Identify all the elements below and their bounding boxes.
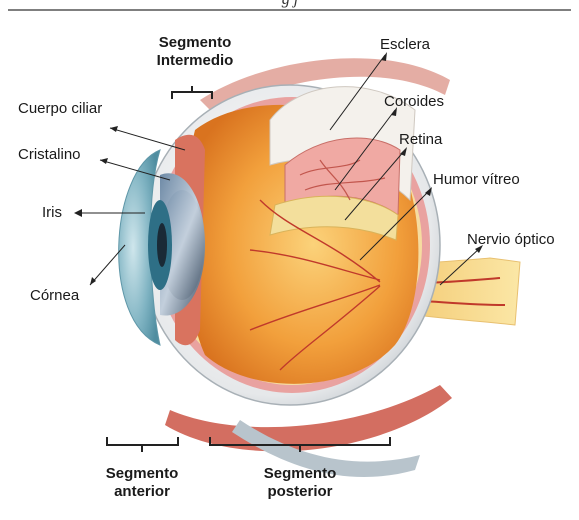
label-cristalino: Cristalino [18,146,81,164]
label-segmento-anterior-line2: anterior [87,483,197,501]
label-segmento-posterior-line2: posterior [245,483,355,501]
pupil [157,223,167,267]
label-segmento-intermedio-line2: Intermedio [135,52,255,70]
label-retina: Retina [399,131,442,149]
arrowhead-cristalino [100,158,108,164]
label-cornea: Córnea [30,287,79,305]
label-segmento-posterior: Segmento posterior [245,465,355,501]
label-segmento-intermedio-line1: Segmento [135,34,255,52]
label-segmento-anterior: Segmento anterior [87,465,197,501]
label-coroides: Coroides [384,93,444,111]
label-esclera: Esclera [380,36,430,54]
label-segmento-anterior-line1: Segmento [87,465,197,483]
label-iris: Iris [42,204,62,222]
label-cuerpo-ciliar: Cuerpo ciliar [18,100,102,118]
label-segmento-posterior-line1: Segmento [245,465,355,483]
label-humor-vitreo: Humor vítreo [433,171,520,189]
label-segmento-intermedio: Segmento Intermedio [135,34,255,70]
leader-cuerpo-ciliar [110,128,185,150]
label-nervio-optico: Nervio óptico [467,231,555,249]
arrowhead-iris [74,209,82,217]
bracket-anterior [107,437,178,452]
arrowhead-cornea [90,277,96,285]
arrowhead-cuerpo-ciliar [110,126,118,132]
